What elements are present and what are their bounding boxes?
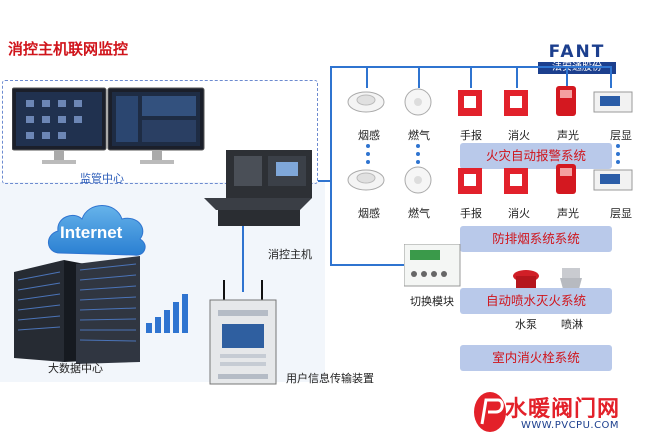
smoke-detector-icon (347, 169, 385, 191)
switch-module-icon (404, 244, 461, 287)
host-link-line (318, 180, 332, 182)
internet-label: Internet (60, 223, 123, 242)
row2-label: 燃气 (408, 207, 430, 220)
drop-line (566, 66, 568, 88)
row1-label: 手报 (460, 129, 482, 142)
page-title: 消控主机联网监控 (8, 40, 129, 58)
monitor-screens (12, 87, 205, 164)
gas-detector-icon (404, 166, 432, 194)
sprinkler-label: 喷淋 (561, 318, 583, 331)
drop-line (366, 66, 368, 88)
logo-subtitle: 法安通股份 (538, 62, 616, 74)
big-data-center-label: 大数据中心 (48, 362, 103, 375)
row1-label: 层显 (610, 129, 632, 142)
drop-line (516, 66, 518, 88)
manual-alarm-icon (458, 90, 482, 116)
monitoring-center-label: 监管中心 (80, 172, 124, 185)
fire-alarm-system-bar: 火灾自动报警系统 (460, 143, 612, 169)
monitoring-center-box (2, 80, 318, 184)
floor-display-icon (593, 169, 633, 191)
bus-line-bottom (330, 264, 460, 266)
sound-light-icon (556, 164, 576, 194)
gas-detector-icon (404, 88, 432, 116)
watermark-en: WWW.PVCPU.COM (521, 420, 620, 431)
watermark-cn: 水暖阀门网 (505, 397, 621, 422)
row1-label: 燃气 (408, 129, 430, 142)
monitor-right (107, 87, 205, 164)
row2-label: 层显 (610, 207, 632, 220)
transmitter-label: 用户信息传输装置 (286, 372, 374, 385)
watermark-logo-icon (474, 392, 506, 432)
hydrant-button-icon (504, 90, 528, 116)
transmitter-icon (209, 280, 277, 385)
logo-brand: FANT (548, 42, 606, 62)
device-row-1-icons (347, 86, 633, 116)
hydrant-system-bar: 室内消火栓系统 (460, 345, 612, 371)
cloud-icon (48, 205, 146, 256)
drop-line (470, 66, 472, 88)
drop-line (610, 66, 612, 88)
smoke-detector-icon (347, 91, 385, 113)
row1-label: 消火 (508, 129, 530, 142)
row1-label: 烟感 (358, 129, 380, 142)
server-rack-icon (14, 256, 140, 364)
sprinkler-system-bar: 自动喷水灭火系统 (460, 288, 612, 314)
signal-icon (146, 294, 188, 333)
row2-label: 消火 (508, 207, 530, 220)
hydrant-button-icon (504, 168, 528, 194)
manual-alarm-icon (458, 168, 482, 194)
row2-label: 声光 (557, 207, 579, 220)
switch-module-label: 切换模块 (410, 295, 454, 308)
smoke-exhaust-system-bar: 防排烟系统系统 (460, 226, 612, 252)
pump-label: 水泵 (515, 318, 537, 331)
row2-label: 手报 (460, 207, 482, 220)
device-row-2-icons (347, 164, 633, 194)
host-label: 消控主机 (268, 248, 312, 261)
row2-label: 烟感 (358, 207, 380, 220)
row1-label: 声光 (557, 129, 579, 142)
host-to-transmitter-line (242, 200, 244, 292)
floor-display-icon (593, 91, 633, 113)
bus-line-vertical (330, 66, 332, 266)
control-host-icon (204, 150, 312, 226)
sound-light-icon (556, 86, 576, 116)
drop-line (418, 66, 420, 88)
company-logo: FANT 法安通股份 (536, 42, 618, 74)
monitor-left (12, 87, 107, 164)
